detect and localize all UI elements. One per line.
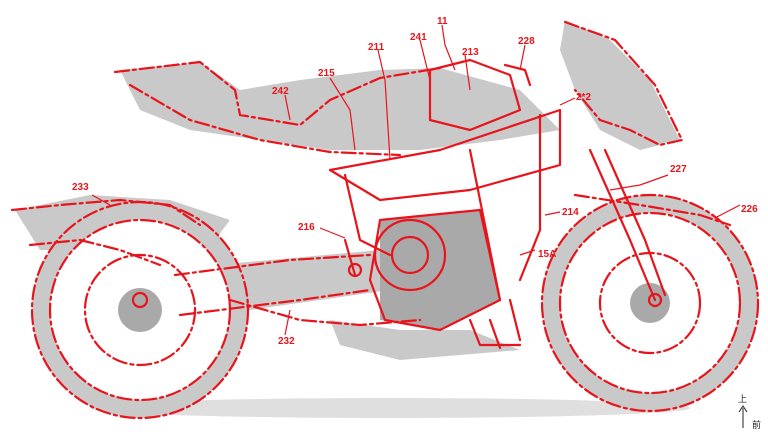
ground-shadow [90,398,690,418]
handlebar [503,63,532,87]
swingarm-top [173,253,372,277]
rear-disc-outline [83,253,197,367]
rear-rim-outline [48,218,232,402]
front-axle [647,292,663,308]
front-fender-outline [573,193,732,227]
label-15a: 15A [538,249,556,260]
fairing-ghost [560,20,680,150]
rear-shock [343,238,357,277]
leader-11 [441,24,456,71]
leader-227 [609,174,669,191]
label-226: 226 [741,204,758,215]
front-rim-outline [558,211,742,395]
chain-guard [228,298,422,327]
underbelly-ghost [330,320,520,360]
front-fork-left [588,148,657,302]
label-211: 211 [368,42,385,53]
swingarm-bottom [178,288,372,317]
leader-15a [519,249,536,256]
tank-seat-ghost [120,62,560,150]
leader-212 [559,97,576,106]
engine-ghost [380,210,500,330]
shock-mount [347,262,363,278]
label-213: 213 [462,47,479,58]
leader-216 [319,227,346,239]
leader-241 [419,39,431,81]
rear-hugger-outline [28,238,162,267]
frame-rear-down [343,173,392,257]
label-214: 214 [562,207,579,218]
rear-axle [131,291,149,309]
axis-up-arrow [738,405,748,428]
seat-lower-outline [128,83,402,157]
leader-211 [377,49,391,161]
frame-front-down [518,113,542,282]
label-215: 215 [318,68,335,79]
leader-228 [519,44,526,71]
front-fairing-outline [563,20,684,147]
label-216: 216 [298,222,315,233]
engine-case [368,208,502,332]
rear-hub-ghost [118,288,162,332]
leader-233 [91,194,111,206]
axis-up-label: 上 [738,394,747,405]
label-241: 241 [410,32,427,43]
leader-226 [714,204,741,219]
label-228: 228 [518,36,535,47]
main-frame [328,108,562,202]
orientation-marker: 上 前 [738,394,761,431]
label-227: 227 [670,164,687,175]
leader-232 [284,309,291,336]
label-233: 233 [72,182,89,193]
leader-214 [544,211,561,216]
tail-seat-outline [113,60,442,127]
leader-213 [464,54,471,91]
exhaust-headers [468,298,522,350]
label-242: 242 [272,86,289,97]
label-232: 232 [278,336,295,347]
rear-fender-outline [10,198,202,227]
label-212: 2*2 [576,92,591,103]
front-tire-outline [540,193,760,413]
axis-front-label: 前 [752,419,761,431]
airbox-outline [428,58,522,132]
leader-242 [284,94,291,121]
front-fork-right [603,148,667,297]
label-11: 11 [437,16,448,27]
leader-215 [329,77,356,151]
engine-cover-inner [390,235,430,275]
